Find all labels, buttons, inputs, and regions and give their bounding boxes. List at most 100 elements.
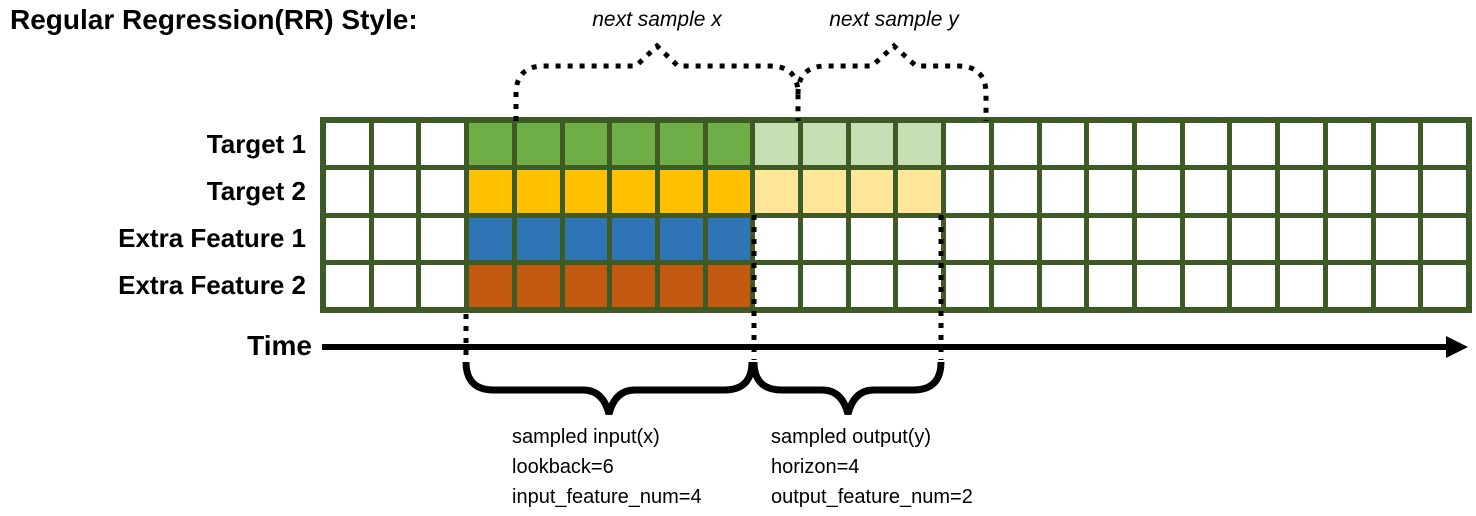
grid-cell (516, 123, 560, 166)
grid-cell (707, 170, 751, 213)
grid-cell (993, 170, 1037, 213)
row-label: Target 1 (206, 128, 306, 159)
input-feature-num-value: input_feature_num=4 (512, 486, 702, 508)
grid-cell (707, 264, 751, 307)
grid-cell (373, 123, 417, 166)
grid-cell (803, 170, 846, 213)
grid-cell (659, 123, 703, 166)
grid-cell (326, 264, 369, 307)
grid-cell (1232, 123, 1276, 166)
grid-cell (373, 170, 417, 213)
grid-cell (1089, 217, 1133, 260)
grid-cell (1375, 264, 1419, 307)
grid-cell (755, 217, 799, 260)
diagram-title: Regular Regression(RR) Style: (10, 4, 418, 35)
grid-cell (612, 123, 655, 166)
grid-cell (803, 217, 846, 260)
grid-cell (1041, 264, 1085, 307)
grid-cell (1280, 123, 1323, 166)
sampled-input-title: sampled input(x) (512, 426, 660, 448)
output-feature-num-value: output_feature_num=2 (771, 486, 973, 508)
grid-cell (850, 217, 894, 260)
sampled-input-brace (462, 361, 756, 415)
grid-cell (1232, 170, 1276, 213)
next-sample-y-brace (795, 42, 989, 121)
grid-cell (659, 217, 703, 260)
grid-cell (1089, 264, 1133, 307)
grid-cell (1184, 264, 1228, 307)
grid-cell (1137, 123, 1180, 166)
grid-cell (946, 217, 989, 260)
grid-cell (1041, 170, 1085, 213)
grid-cell (1184, 170, 1228, 213)
grid-cell (612, 217, 655, 260)
grid-cell (993, 264, 1037, 307)
row-label: Target 2 (206, 175, 306, 206)
grid-cell (421, 217, 465, 260)
grid-cell (421, 264, 465, 307)
horizon-value: horizon=4 (771, 456, 860, 478)
grid-cell (1280, 264, 1323, 307)
grid-cell (946, 170, 989, 213)
grid-cell (326, 170, 369, 213)
grid-cell (946, 123, 989, 166)
row-labels: Target 1 Target 2 Extra Feature 1 Extra Fea… (0, 117, 312, 313)
grid-cell (1137, 170, 1180, 213)
grid-cell (1089, 170, 1133, 213)
grid-cell (850, 264, 894, 307)
grid-cell (1184, 217, 1228, 260)
row-label: Extra Feature 2 (118, 270, 306, 301)
grid-cell (1137, 217, 1180, 260)
grid-cell (1327, 123, 1371, 166)
grid-cell (803, 264, 846, 307)
grid-cell (421, 170, 465, 213)
grid-cell (1327, 217, 1371, 260)
grid-cell (564, 123, 608, 166)
grid-cell (1089, 123, 1133, 166)
grid-cell (326, 217, 369, 260)
grid-cell (421, 123, 465, 166)
grid-cell (1041, 217, 1085, 260)
grid-cell (373, 217, 417, 260)
next-sample-x-brace (513, 42, 801, 121)
row-label: Extra Feature 1 (118, 223, 306, 254)
grid-cell (659, 170, 703, 213)
grid-cell (469, 123, 512, 166)
grid-cell (564, 217, 608, 260)
grid-cell (850, 123, 894, 166)
sampled-input-note: sampled input(x) lookback=6 input_featur… (512, 422, 702, 512)
grid-cell (516, 217, 560, 260)
grid-cell (1327, 170, 1371, 213)
grid-cell (1280, 170, 1323, 213)
grid-cell (469, 217, 512, 260)
grid-cell (707, 217, 751, 260)
grid-cell (946, 264, 989, 307)
grid-cell (469, 170, 512, 213)
grid-cell (326, 123, 369, 166)
grid-cell (1232, 217, 1276, 260)
next-sample-x-label: next sample x (592, 8, 722, 31)
grid-cell (898, 123, 942, 166)
grid-cell (755, 170, 799, 213)
sampled-output-brace (750, 361, 945, 415)
grid-cell (898, 217, 942, 260)
grid-cell (564, 170, 608, 213)
grid-cell (469, 264, 512, 307)
grid-cell (755, 123, 799, 166)
time-axis-label: Time (247, 330, 312, 361)
grid-cell (373, 264, 417, 307)
grid-cell (612, 264, 655, 307)
next-sample-y-label: next sample y (829, 8, 959, 31)
grid-cell (516, 170, 560, 213)
grid-cell (993, 123, 1037, 166)
grid-cell (1423, 170, 1466, 213)
grid-cell (1280, 217, 1323, 260)
grid-cell (1423, 264, 1466, 307)
sampled-output-note: sampled output(y) horizon=4 output_featu… (771, 422, 973, 512)
grid-cell (898, 264, 942, 307)
time-axis-arrowhead-icon (1446, 336, 1468, 358)
grid-cell (1375, 170, 1419, 213)
grid-cell (755, 264, 799, 307)
grid-cell (1423, 217, 1466, 260)
